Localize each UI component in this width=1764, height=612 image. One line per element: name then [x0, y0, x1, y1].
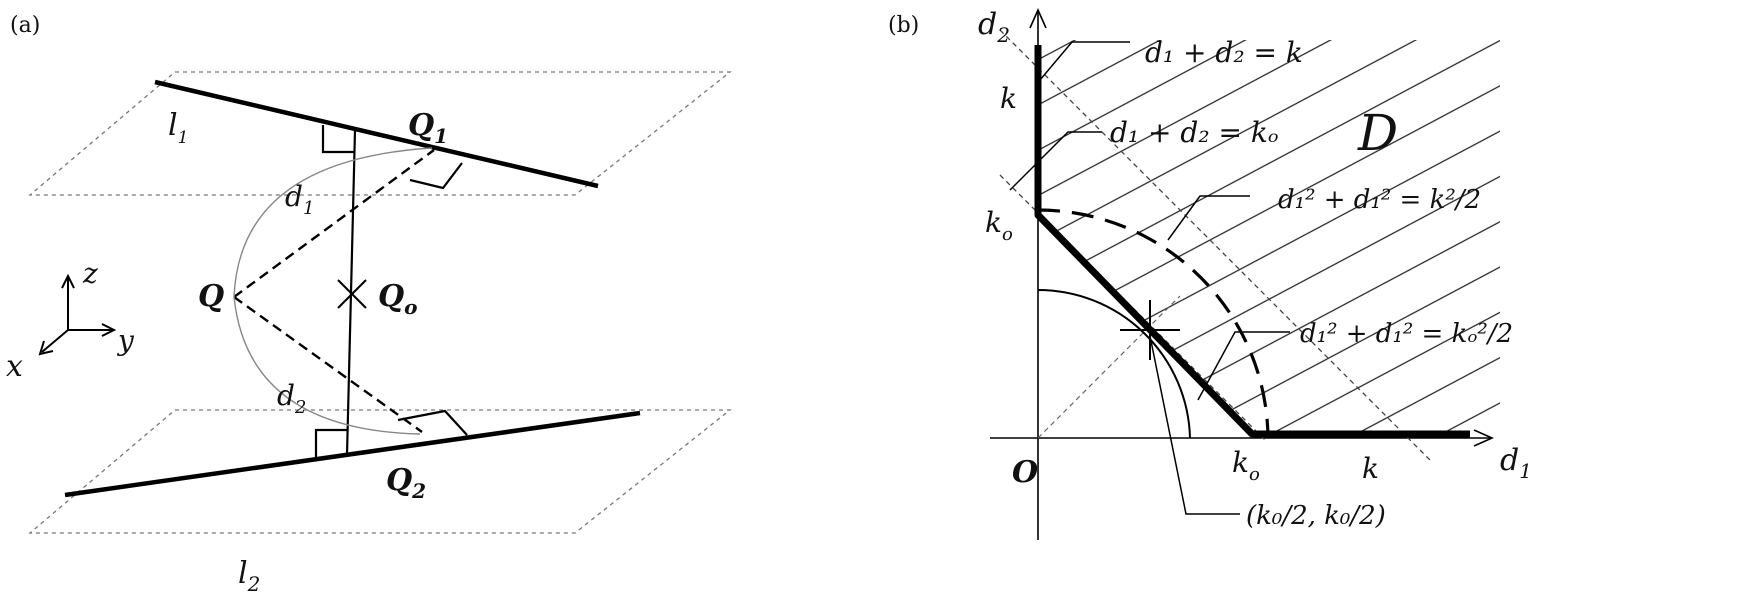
eq-circle-ko: d₁² + d₁² = kₒ²/2 — [1300, 319, 1513, 349]
label-q2: Q2 — [386, 463, 426, 503]
label-l1: l1 — [168, 108, 188, 148]
label-q: Q — [198, 279, 224, 314]
eq-line-k: d₁ + d₂ = k — [1145, 36, 1303, 69]
axis-d1-arrow — [1473, 429, 1494, 447]
coordinate-axes: z y x — [6, 257, 135, 384]
upper-plane — [28, 71, 732, 196]
tick-ko-x: ko — [1232, 446, 1260, 485]
line-l2 — [64, 410, 641, 498]
line-d1-plus-d2-k — [999, 29, 1431, 461]
distance-d1-line — [233, 149, 435, 298]
lower-plane — [28, 409, 732, 534]
label-q1: Q1 — [408, 108, 448, 148]
label-l2: l2 — [238, 556, 260, 596]
eq-line-ko: d₁ + d₂ = kₒ — [1110, 116, 1279, 149]
axis-d2-arrow — [1029, 8, 1047, 29]
label-d1: d1 — [285, 180, 314, 219]
leader-eq-circle-k — [1167, 195, 1250, 241]
arc-d1 — [233, 147, 433, 298]
arc-d2 — [233, 296, 421, 435]
eq-circle-k: d₁² + d₁² = k²/2 — [1278, 185, 1481, 215]
leader-eq-line-k — [1039, 41, 1130, 81]
qo-cross-2 — [337, 279, 367, 309]
panel-b: (b) d2 d1 O k ko ko k — [888, 7, 1532, 540]
right-angle-mark-bottom — [314, 428, 348, 457]
circle-k-arc — [1037, 208, 1270, 439]
distance-d2-line — [233, 296, 423, 433]
axis-x-label: x — [6, 349, 23, 384]
tick-ko-y: ko — [985, 206, 1013, 245]
leader-point — [1149, 335, 1240, 515]
panel-a: (a) l1 l2 Q1 Q2 Q Qo d1 d2 — [6, 13, 732, 596]
tick-k-y: k — [1000, 82, 1017, 115]
axis-z-label: z — [82, 257, 98, 290]
panel-b-tag: (b) — [888, 13, 919, 38]
diagonal-d1-eq-d2 — [1037, 295, 1181, 439]
point-label: (k₀/2, k₀/2) — [1246, 501, 1386, 531]
line-l1 — [154, 79, 599, 189]
boundary-thick — [1034, 45, 1470, 438]
right-angle-mark-q1 — [409, 162, 463, 190]
axis-d2-label: d2 — [978, 7, 1010, 47]
leader-eq-line-ko — [1009, 131, 1102, 191]
label-d2: d2 — [277, 379, 306, 418]
right-angle-mark-top — [321, 125, 354, 154]
right-angle-mark-q2 — [397, 409, 468, 436]
origin-label: O — [1012, 455, 1038, 490]
axis-d1-label: d1 — [1500, 443, 1532, 483]
axis-y-label: y — [116, 324, 135, 357]
leader-eq-circle-ko — [1197, 331, 1290, 401]
label-qo: Qo — [378, 279, 417, 319]
region-d-hatch — [1038, 40, 1500, 434]
circle-ko-arc — [1037, 289, 1191, 439]
tick-k-x: k — [1362, 452, 1379, 485]
panel-a-tag: (a) — [10, 13, 40, 38]
region-d-label: D — [1357, 104, 1398, 162]
